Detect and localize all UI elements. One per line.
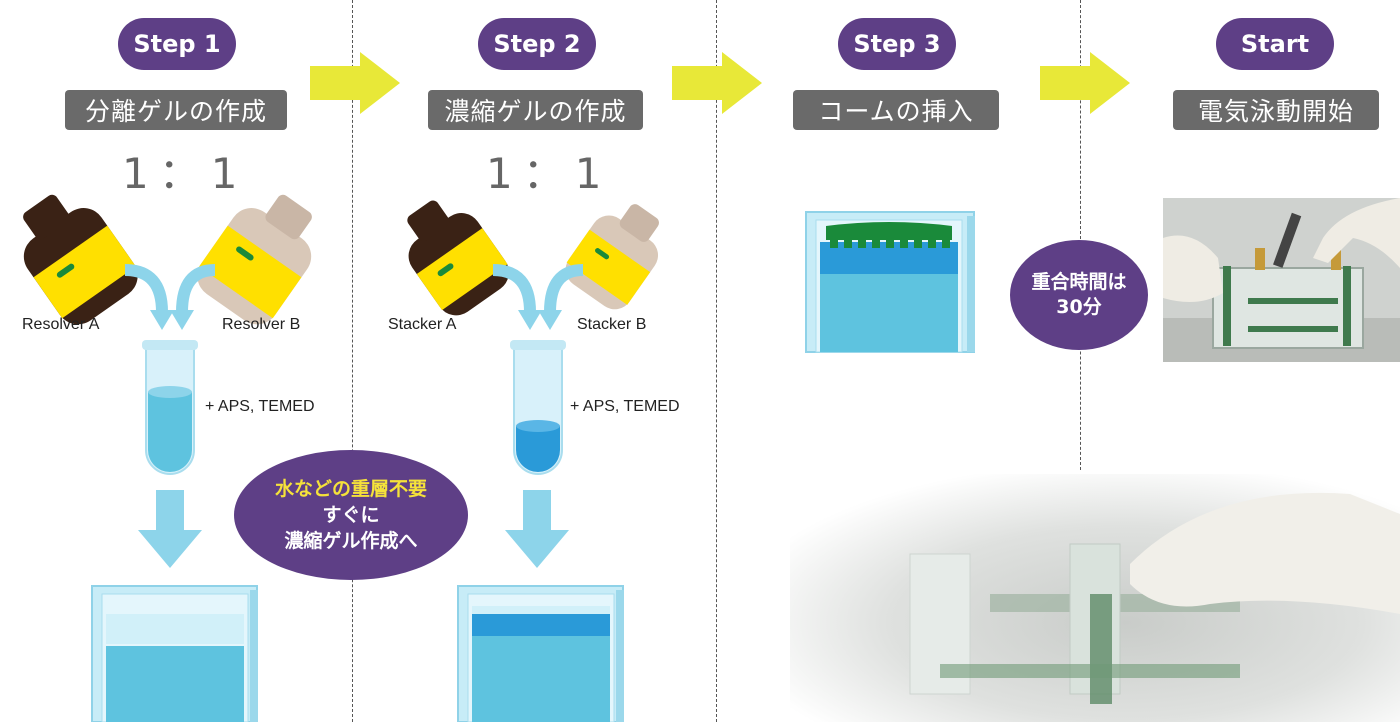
step1-ratio: 1：1 [122,149,248,198]
divider-2 [716,0,717,722]
step3-badge: Step 3 [838,18,956,70]
step1-title: 分離ゲルの作成 [65,90,287,130]
step3-title: コームの挿入 [793,90,999,130]
bottle-dark-icon [23,194,138,325]
electrophoresis-photo [1163,198,1400,362]
step2-additive: + APS, TEMED [570,398,680,415]
divider-3 [1080,0,1081,470]
gel-cassette-comb-icon [805,211,975,353]
note-line3: 濃縮ゲル作成へ [284,530,418,552]
bottle-beige-icon [565,204,659,310]
pour-arrows-step2 [492,264,584,330]
bottle-dark-icon [407,200,509,316]
step1-additive: + APS, TEMED [205,398,315,415]
time-line2: 30分 [1056,296,1102,318]
time-line1: 重合時間は [1031,271,1127,293]
divider-1 [352,0,353,722]
gel-cassette-resolver-icon [91,585,258,722]
down-arrow-step1 [138,490,202,568]
pour-arrows-step1 [124,264,216,330]
step1-badge: Step 1 [118,18,236,70]
gel-cassette-stacker-icon [457,585,624,722]
bottle-beige-icon [197,194,312,325]
arrow-step1-to-step2 [310,52,400,114]
step2-reagent-b: Stacker B [577,316,647,333]
step2-reagent-a: Stacker A [388,316,457,333]
no-overlay-note-bubble: 水などの重層不要 すぐに 濃縮ゲル作成へ [234,450,468,580]
step1-reagent-b: Resolver B [222,316,301,333]
down-arrow-step2 [505,490,569,568]
note-line2: すぐに [322,504,380,526]
test-tube-stacker-icon [510,340,566,475]
step2-title: 濃縮ゲルの作成 [428,90,643,130]
test-tube-resolver-icon [142,340,198,475]
step2-badge: Step 2 [478,18,596,70]
polymerization-time-bubble: 重合時間は 30分 [1010,240,1148,350]
comb-insertion-photo [790,474,1400,722]
step1-reagent-a: Resolver A [22,316,100,333]
arrow-step3-to-start [1040,52,1130,114]
start-badge: Start [1216,18,1334,70]
start-title: 電気泳動開始 [1173,90,1379,130]
arrow-step2-to-step3 [672,52,762,114]
note-highlight: 水などの重層不要 [274,478,427,500]
step2-ratio: 1：1 [486,149,612,198]
